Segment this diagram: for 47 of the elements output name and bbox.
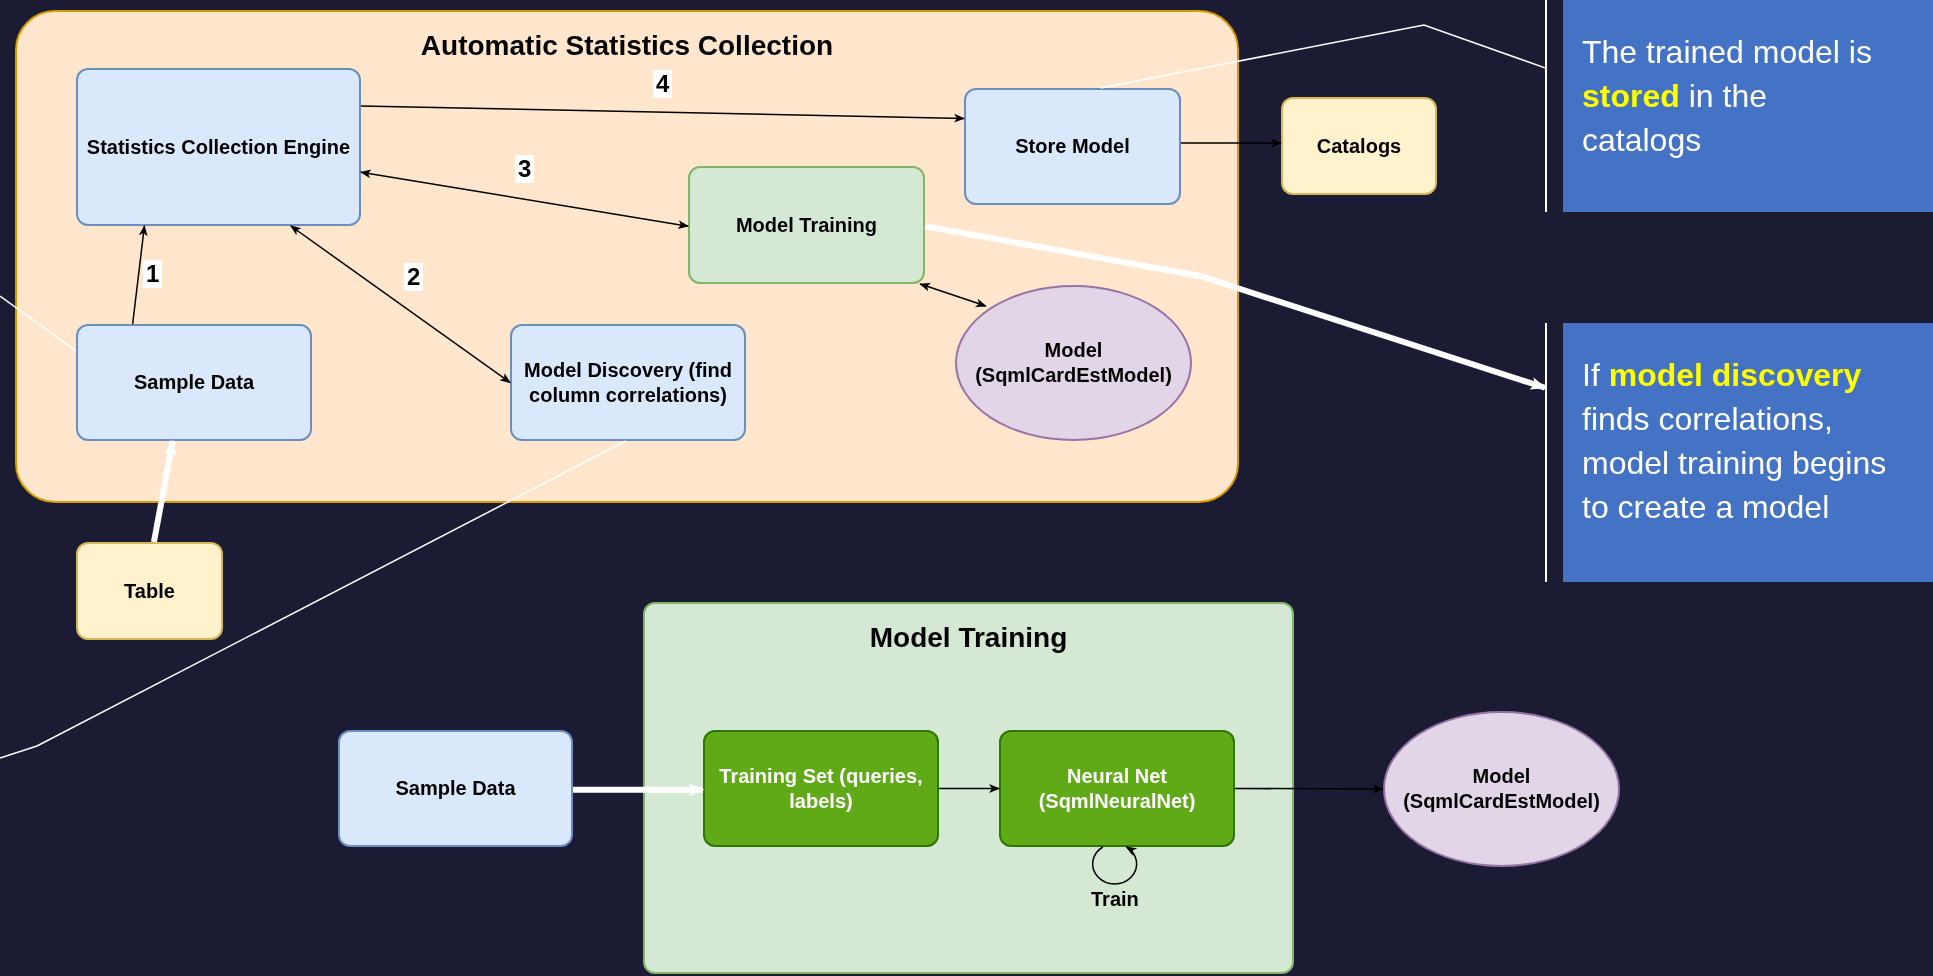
data-box bbox=[76, 542, 223, 640]
process-box bbox=[76, 68, 361, 226]
node-label: Model Discovery (find column correlations) bbox=[523, 357, 733, 408]
data-box bbox=[1281, 97, 1437, 195]
process-box bbox=[688, 166, 925, 284]
callout-text: If model discovery finds correlations, model training begins to create a model bbox=[1563, 323, 1933, 582]
callout-text: The trained model is stored in the catalogs bbox=[1563, 0, 1933, 212]
arrow bbox=[1091, 846, 1138, 885]
edge-label: 3 bbox=[515, 155, 535, 183]
leader-line bbox=[1099, 24, 1546, 89]
node-label: Model (SqmlCardEstModel) bbox=[974, 338, 1173, 388]
group-heading: Model Training bbox=[868, 621, 1069, 655]
arrow bbox=[360, 105, 966, 123]
group-panel bbox=[15, 10, 1239, 503]
leader-line bbox=[0, 295, 77, 352]
node-label: Sample Data bbox=[132, 370, 256, 395]
leader-line bbox=[0, 440, 627, 759]
node-label: Catalogs bbox=[1315, 133, 1403, 159]
arrow bbox=[1180, 138, 1283, 148]
edge-label: 4 bbox=[653, 70, 673, 98]
arrow bbox=[290, 225, 511, 384]
node-label: Table bbox=[123, 578, 176, 604]
node-label: Model Training bbox=[734, 212, 879, 238]
arrow bbox=[919, 283, 987, 308]
process-box bbox=[643, 602, 1294, 974]
process-box bbox=[338, 730, 573, 847]
node-label: Sample Data bbox=[394, 776, 517, 801]
node-label: Statistics Collection Engine bbox=[85, 134, 352, 160]
process-box bbox=[510, 324, 746, 441]
process-box bbox=[964, 88, 1181, 205]
arrow bbox=[924, 223, 1547, 391]
arrow bbox=[938, 784, 1001, 793]
arrow bbox=[131, 224, 148, 325]
edge-label: 1 bbox=[143, 260, 163, 288]
step-label: Train bbox=[1091, 888, 1139, 911]
process-box bbox=[703, 730, 939, 847]
node-label: Model (SqmlCardEstModel) bbox=[1402, 764, 1601, 814]
process-box bbox=[999, 730, 1235, 847]
arrow bbox=[1234, 784, 1385, 794]
process-box bbox=[76, 324, 312, 441]
node-label: Store Model bbox=[1014, 134, 1131, 159]
group-heading: Automatic Statistics Collection bbox=[419, 29, 835, 63]
arrow bbox=[573, 783, 705, 797]
arrow bbox=[359, 169, 690, 229]
node-label: Neural Net (SqmlNeuralNet) bbox=[1037, 763, 1197, 814]
edge-label: 2 bbox=[404, 263, 424, 291]
node-label: Training Set (queries, labels) bbox=[718, 763, 924, 814]
